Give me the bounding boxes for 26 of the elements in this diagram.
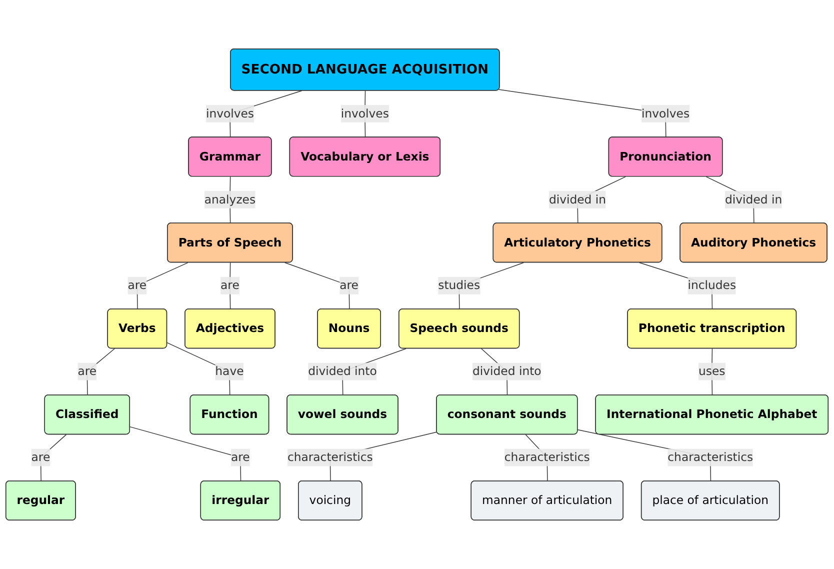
edge-label: divided into xyxy=(308,364,377,378)
edge-label: are xyxy=(78,364,97,378)
edge-label: involves xyxy=(206,106,254,120)
connector xyxy=(136,262,188,310)
edge-label: studies xyxy=(438,278,480,292)
edge-label: divided in xyxy=(725,192,782,206)
connector xyxy=(130,426,242,482)
edge-label: characteristics xyxy=(287,450,373,464)
edge-label: involves xyxy=(340,106,389,120)
edge-label: are xyxy=(31,450,50,464)
edge-label: analyzes xyxy=(204,192,256,206)
connector xyxy=(284,262,350,310)
edge-label: includes xyxy=(688,278,736,292)
edge-label: divided in xyxy=(548,192,606,206)
edge-label: are xyxy=(220,278,240,292)
edge-label: involves xyxy=(642,106,690,120)
edge-label: are xyxy=(128,278,147,292)
edge-label: uses xyxy=(698,364,726,378)
edge-label: have xyxy=(215,364,244,378)
connector xyxy=(86,348,115,396)
edge-label: are xyxy=(340,278,358,292)
connector xyxy=(40,434,67,482)
edge-label: characteristics xyxy=(504,450,590,464)
edge-label: are xyxy=(230,450,250,464)
edge-label: divided into xyxy=(472,364,542,378)
edge-label: characteristics xyxy=(668,450,754,464)
